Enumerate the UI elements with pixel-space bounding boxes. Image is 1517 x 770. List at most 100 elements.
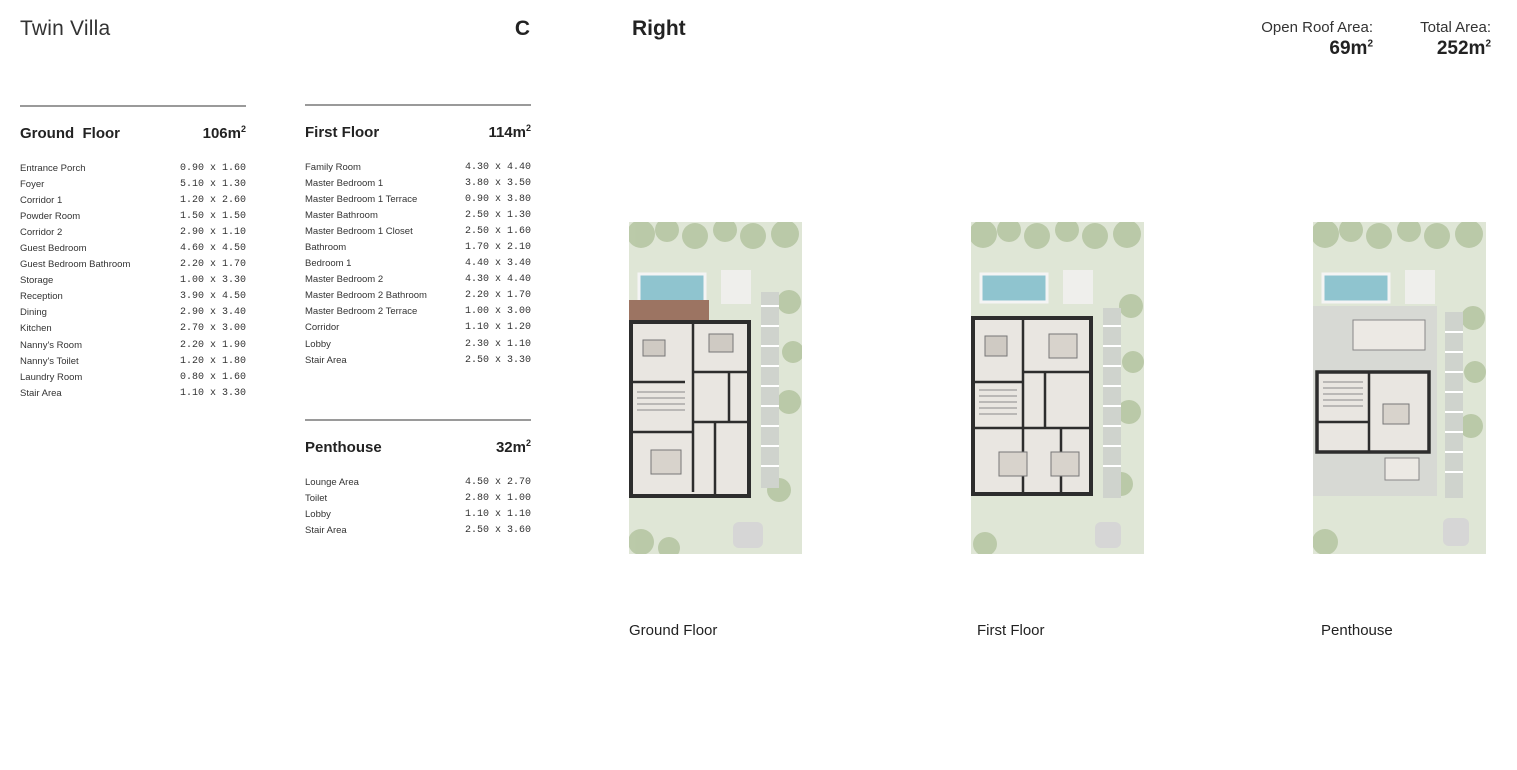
- room-row: Stair Area 1.10 x 3.30: [20, 385, 246, 401]
- room-row: Stair Area 2.50 x 3.60: [305, 522, 531, 538]
- room-dimensions: 2.50 x 3.60: [464, 524, 531, 536]
- room-dimensions: 1.10 x 3.30: [179, 387, 246, 399]
- room-row: Master Bathroom 2.50 x 1.30: [305, 207, 531, 223]
- room-row: Corridor 1.10 x 1.20: [305, 320, 531, 336]
- room-dimensions: 2.30 x 1.10: [464, 338, 531, 350]
- room-name: Corridor 2: [20, 226, 63, 238]
- penthouse-plan-drawing: [1313, 222, 1486, 554]
- room-name: Corridor: [305, 322, 340, 334]
- room-dimensions: 4.30 x 4.40: [464, 161, 531, 173]
- room-name: Corridor 1: [20, 194, 63, 206]
- room-dimensions: 2.20 x 1.90: [179, 339, 246, 351]
- room-name: Reception: [20, 291, 63, 303]
- first-floor-schedule: First Floor 114m2 Family Room 4.30 x 4.40…: [305, 104, 531, 368]
- room-dimensions: 1.50 x 1.50: [179, 210, 246, 222]
- room-name: Dining: [20, 307, 47, 319]
- total-area-value: 252m2: [1436, 38, 1491, 59]
- orientation-label: Right: [632, 17, 686, 40]
- room-row: Entrance Porch 0.90 x 1.60: [20, 160, 246, 176]
- room-name: Master Bathroom: [305, 209, 378, 221]
- room-dimensions: 2.50 x 1.60: [464, 225, 531, 237]
- room-dimensions: 2.90 x 3.40: [179, 307, 246, 319]
- room-dimensions: 4.50 x 2.70: [464, 476, 531, 488]
- villa-type-letter: C: [514, 17, 530, 40]
- room-name: Laundry Room: [20, 371, 83, 383]
- room-name: Master Bedroom 1 Terrace: [305, 193, 418, 205]
- room-dimensions: 1.00 x 3.00: [464, 306, 531, 318]
- room-dimensions: 5.10 x 1.30: [179, 178, 246, 190]
- room-name: Storage: [20, 275, 54, 287]
- room-dimensions: 1.00 x 3.30: [179, 275, 246, 287]
- room-name: Powder Room: [20, 210, 81, 222]
- first-floor-plan-drawing: [971, 222, 1144, 554]
- room-row: Master Bedroom 1 Closet 2.50 x 1.60: [305, 223, 531, 239]
- room-dimensions: 1.10 x 1.10: [464, 508, 531, 520]
- floor-name: Ground Floor: [20, 125, 120, 142]
- room-row: Master Bedroom 2 Terrace 1.00 x 3.00: [305, 304, 531, 320]
- room-name: Toilet: [305, 492, 328, 504]
- room-name: Guest Bedroom Bathroom: [20, 259, 131, 271]
- open-roof-area-value: 69m2: [1329, 38, 1373, 59]
- ground-floor-plan-drawing: [629, 222, 802, 554]
- room-dimensions: 1.20 x 1.80: [179, 355, 246, 367]
- first-floor-caption: First Floor: [977, 622, 1045, 639]
- room-row: Storage 1.00 x 3.30: [20, 273, 246, 289]
- floor-area: 32m2: [495, 438, 531, 456]
- room-dimensions: 2.80 x 1.00: [464, 492, 531, 504]
- room-dimensions: 2.90 x 1.10: [179, 226, 246, 238]
- divider: [305, 419, 531, 421]
- floor-name: First Floor: [305, 124, 380, 141]
- room-name: Kitchen: [20, 323, 52, 335]
- room-row: Family Room 4.30 x 4.40: [305, 159, 531, 175]
- room-row: Corridor 1 1.20 x 2.60: [20, 192, 246, 208]
- room-dimensions: 4.40 x 3.40: [464, 258, 531, 270]
- room-dimensions: 1.10 x 1.20: [464, 322, 531, 334]
- room-row: Corridor 2 2.90 x 1.10: [20, 224, 246, 240]
- room-name: Nanny's Toilet: [20, 355, 79, 367]
- floor-name: Penthouse: [305, 439, 382, 456]
- room-name: Master Bedroom 2: [305, 274, 384, 286]
- room-row: Foyer 5.10 x 1.30: [20, 176, 246, 192]
- room-name: Family Room: [305, 161, 361, 173]
- room-row: Powder Room 1.50 x 1.50: [20, 208, 246, 224]
- room-row: Nanny's Room 2.20 x 1.90: [20, 337, 246, 353]
- room-row: Lounge Area 4.50 x 2.70: [305, 474, 531, 490]
- room-name: Bedroom 1: [305, 258, 352, 270]
- floor-area: 114m2: [488, 123, 531, 141]
- room-name: Stair Area: [305, 524, 347, 536]
- open-roof-area-label: Open Roof Area:: [1261, 19, 1373, 36]
- room-dimensions: 4.60 x 4.50: [179, 243, 246, 255]
- room-name: Foyer: [20, 178, 45, 190]
- room-name: Nanny's Room: [20, 339, 83, 351]
- room-dimensions: 2.50 x 1.30: [464, 209, 531, 221]
- room-dimensions: 0.90 x 1.60: [179, 162, 246, 174]
- floor-area: 106m2: [202, 124, 246, 142]
- total-area: Total Area: 252m2: [1371, 19, 1491, 60]
- divider: [20, 105, 246, 107]
- room-row: Lobby 2.30 x 1.10: [305, 336, 531, 352]
- room-name: Master Bedroom 1 Closet: [305, 225, 413, 237]
- room-name: Master Bedroom 1: [305, 177, 384, 189]
- room-name: Master Bedroom 2 Terrace: [305, 306, 418, 318]
- divider: [305, 104, 531, 106]
- room-name: Entrance Porch: [20, 162, 86, 174]
- room-name: Lobby: [305, 338, 331, 350]
- room-dimensions: 1.70 x 2.10: [464, 242, 531, 254]
- room-name: Lounge Area: [305, 476, 359, 488]
- room-name: Stair Area: [20, 387, 62, 399]
- room-row: Bedroom 1 4.40 x 3.40: [305, 256, 531, 272]
- ground-floor-caption: Ground Floor: [629, 622, 718, 639]
- room-dimensions: 1.20 x 2.60: [179, 194, 246, 206]
